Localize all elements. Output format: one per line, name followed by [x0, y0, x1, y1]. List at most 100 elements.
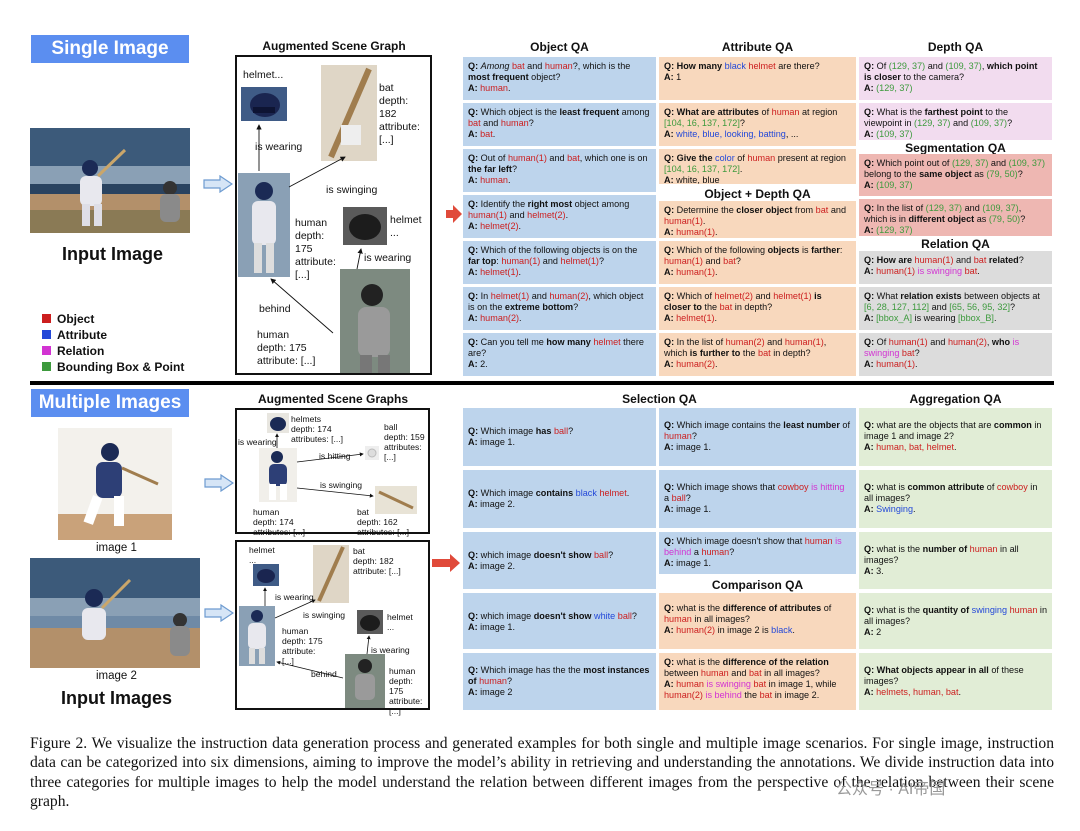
single-sg-title: Augmented Scene Graph — [262, 39, 406, 53]
sg-edges — [256, 124, 363, 334]
sg-human2-crop — [340, 269, 410, 373]
sg1-is-wearing: is wearing — [238, 437, 277, 447]
object-qa-5: Q: Which of the following objects is on … — [463, 241, 656, 284]
selection-qa-1: Q: Which image has ball?A: image 1. — [463, 408, 656, 466]
selection-qa-8: Q: Which image doesn't show that human i… — [659, 532, 856, 574]
sg-is-wearing-2: is wearing — [364, 252, 412, 264]
comparison-qa-title: Comparison QA — [711, 578, 804, 592]
object-depth-qa-1: Q: Determine the closer object from bat … — [659, 201, 856, 238]
sg2-is-wearing2: is wearing — [371, 645, 410, 655]
object-qa-6: Q: In helmet(1) and human(2), which obje… — [463, 287, 656, 330]
single-input-label: Input Image — [61, 244, 163, 264]
attribute-qa-3: Q: Give the color of human present at re… — [659, 149, 856, 184]
sg1-is-swinging: is swinging — [320, 480, 363, 490]
selection-qa-2: Q: Which image contains black helmet.A: … — [463, 470, 656, 528]
sg-is-swinging: is swinging — [326, 184, 378, 196]
watermark: 公众号 · AI帝国 — [836, 781, 946, 798]
attribute-qa-1: Q: How many black helmet are there?A: 1 — [659, 57, 856, 100]
sg1-helmets-crop — [267, 413, 289, 433]
sg-behind: behind — [259, 303, 291, 315]
depth-qa-1: Q: Of (129, 37) and (109, 37), which poi… — [859, 57, 1052, 100]
sg2-helmet-label: helmet... — [249, 545, 275, 565]
object-depth-qa-2: Q: Which of the following objects is far… — [659, 241, 856, 284]
object-qa-4: Q: Identify the right most object among … — [463, 195, 656, 238]
aggregation-qa-2: Q: what is common attribute of cowboy in… — [859, 470, 1052, 528]
sg2-is-wearing: is wearing — [275, 592, 314, 602]
relation-qa-1: Q: How are human(1) and bat related?A: h… — [859, 251, 1052, 284]
aggregation-qa-1: Q: what are the objects that are common … — [859, 408, 1052, 466]
relation-qa-3: Q: Of human(1) and human(2), who is swin… — [859, 333, 1052, 376]
sg1-edges — [275, 433, 374, 498]
object-qa-7: Q: Can you tell me how many helmet there… — [463, 333, 656, 376]
object-depth-qa-title: Object + Depth QA — [704, 187, 811, 201]
sg2-is-swinging: is swinging — [303, 610, 346, 620]
selection-qa-4: Q: which image doesn't show white ball?A… — [463, 593, 656, 649]
selection-qa-5: Q: Which image has the the most instance… — [463, 653, 656, 710]
sg-helmet2-crop — [343, 207, 387, 245]
segmentation-qa-1: Q: Which point out of (129, 37) and (109… — [859, 154, 1052, 196]
sg2-helmet2-crop — [357, 610, 383, 634]
comparison-qa-1: Q: what is the difference of attributes … — [659, 593, 856, 649]
selection-qa-title: Selection QA — [622, 392, 697, 406]
sg-helmet-crop — [241, 87, 287, 121]
sg-bat-crop — [321, 65, 377, 161]
legend-bbox-point: Bounding Box & Point — [42, 360, 184, 374]
object-qa-2: Q: Which object is the least frequent am… — [463, 103, 656, 146]
arrow-right-icon — [203, 175, 233, 193]
sg-human-crop — [238, 173, 290, 277]
section-divider — [30, 381, 1054, 385]
segmentation-qa-title: Segmentation QA — [905, 141, 1006, 155]
object-qa-1: Q: Among bat and human?, which is the mo… — [463, 57, 656, 100]
sg2-edges — [263, 587, 371, 679]
selection-qa-6: Q: Which image contains the least number… — [659, 408, 856, 466]
depth-qa-title: Depth QA — [927, 40, 984, 54]
object-qa-title: Object QA — [530, 40, 589, 54]
sg2-behind: behind — [311, 669, 337, 679]
multi-sg-title: Augmented Scene Graphs — [257, 392, 409, 406]
arrow-right-icon-2 — [204, 474, 234, 492]
aggregation-qa-5: Q: What objects appear in all of these i… — [859, 653, 1052, 710]
multi-input-image-1 — [58, 428, 172, 540]
legend-relation: Relation — [42, 344, 104, 358]
single-input-image — [30, 128, 190, 233]
object-qa-3: Q: Out of human(1) and bat, which one is… — [463, 149, 656, 192]
attribute-qa-title: Attribute QA — [721, 40, 794, 54]
arrow-right-red-icon — [446, 205, 462, 223]
object-depth-qa-3: Q: Which of helmet(2) and helmet(1) is c… — [659, 287, 856, 330]
sg2-human-crop — [239, 606, 275, 666]
legend-attribute: Attribute — [42, 328, 107, 342]
sg2-helmet2-label: helmet... — [387, 612, 413, 632]
sg2-human2-crop — [345, 654, 385, 708]
arrow-right-icon-3 — [204, 604, 234, 622]
depth-qa-2: Q: What is the farthest point to the vie… — [859, 103, 1052, 140]
aggregation-qa-3: Q: what is the number of human in all im… — [859, 532, 1052, 589]
aggregation-qa-4: Q: what is the quantity of swinging huma… — [859, 593, 1052, 649]
image-2-label: image 2 — [96, 670, 137, 682]
multi-input-image-2 — [30, 558, 200, 668]
sg2-bat-crop — [313, 545, 349, 603]
legend-object: Object — [42, 312, 94, 326]
sg2-helmet-crop — [253, 564, 279, 586]
relation-qa-2: Q: What relation exists between objects … — [859, 287, 1052, 330]
single-image-badge: Single Image — [31, 35, 189, 63]
selection-qa-7: Q: Which image shows that cowboy is hitt… — [659, 470, 856, 528]
sg-helmet-label: helmet... — [243, 69, 284, 81]
sg1-human-crop — [259, 448, 297, 502]
aggregation-qa-title: Aggregation QA — [909, 392, 1002, 406]
multi-input-label: Input Images — [60, 688, 172, 708]
comparison-qa-2: Q: what is the difference of the relatio… — [659, 653, 856, 710]
sg1-ball-crop — [365, 446, 379, 460]
sg1-bat-crop — [375, 486, 417, 514]
